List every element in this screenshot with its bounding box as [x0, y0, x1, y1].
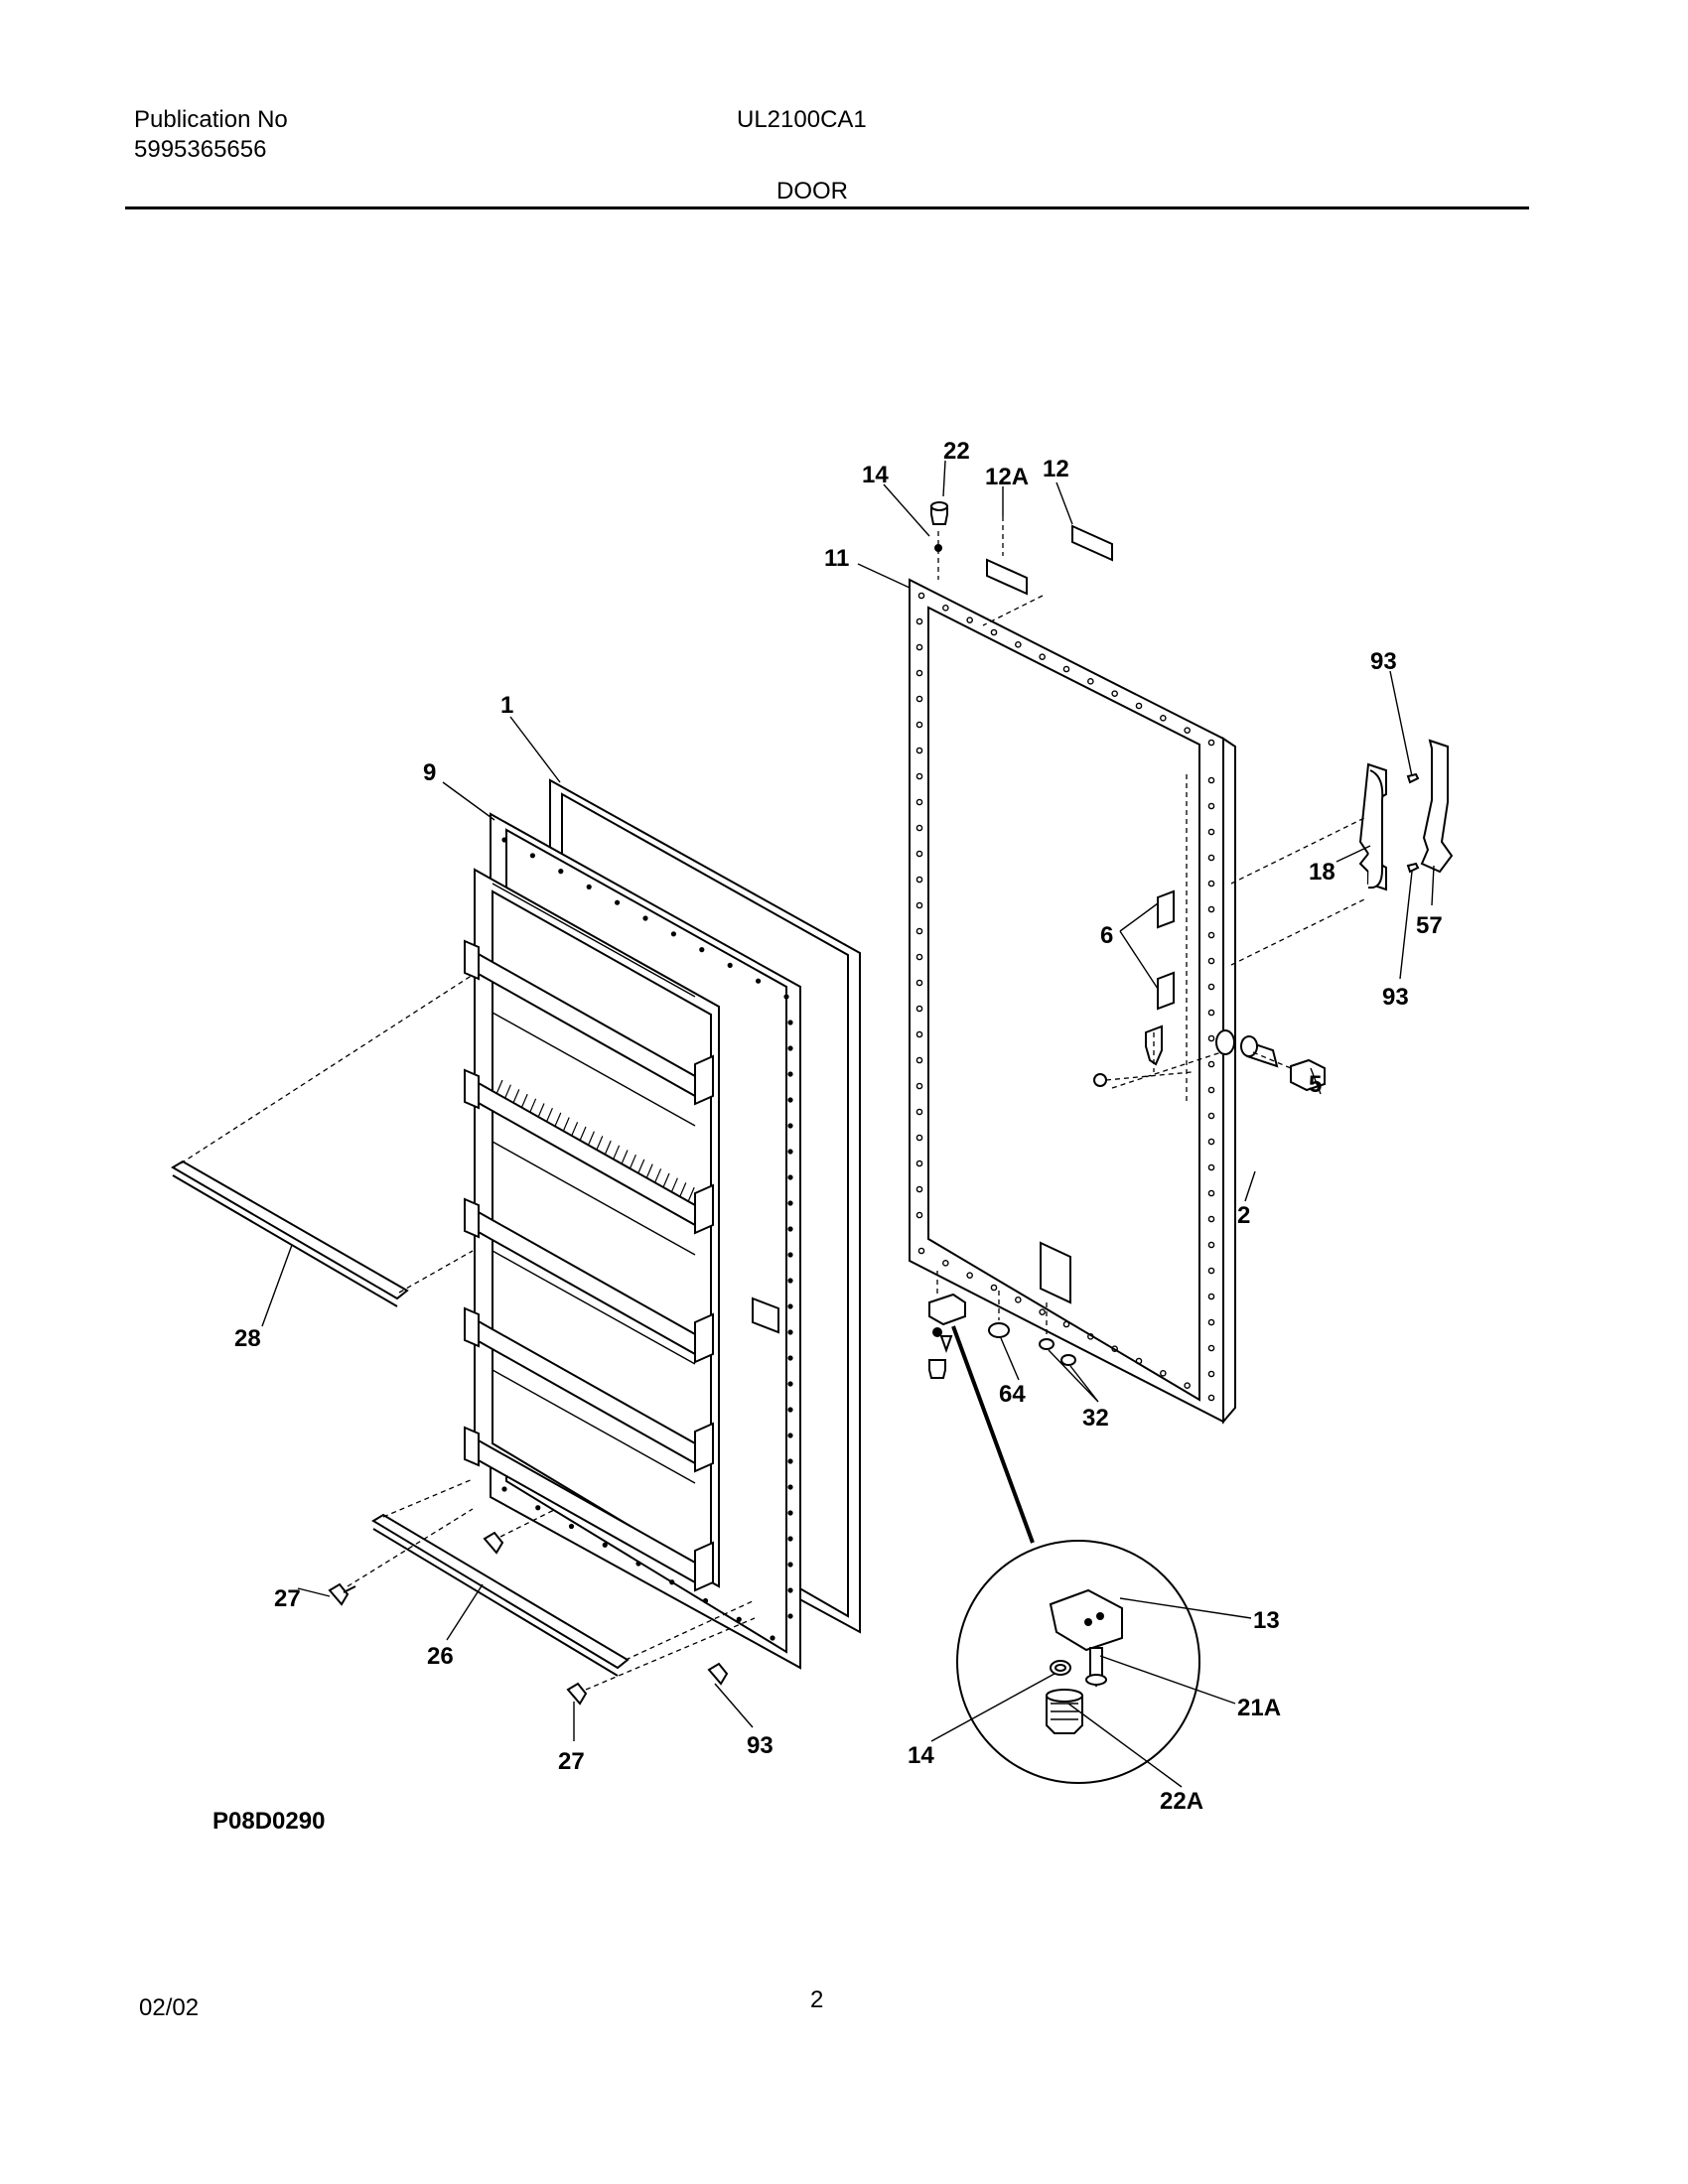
page-number: 2	[810, 1986, 824, 2013]
callout-14-top: 14	[862, 462, 889, 488]
callout-28: 28	[234, 1325, 261, 1352]
callout-22: 22	[943, 438, 970, 465]
header-rule	[125, 206, 1529, 209]
outer-door-panel	[909, 578, 1236, 1425]
callout-21a: 21A	[1237, 1695, 1281, 1721]
callout-13: 13	[1253, 1607, 1280, 1634]
callout-2: 2	[1237, 1202, 1250, 1229]
callout-32: 32	[1082, 1405, 1109, 1432]
callout-18: 18	[1309, 859, 1336, 886]
callout-9: 9	[423, 759, 436, 786]
shelf-rails	[171, 974, 756, 1706]
callout-5: 5	[1309, 1071, 1322, 1098]
drawing-code: P08D0290	[212, 1808, 325, 1835]
callout-12: 12	[1043, 456, 1069, 482]
callout-26: 26	[427, 1643, 454, 1670]
callout-27-left: 27	[274, 1585, 301, 1612]
top-hardware	[930, 501, 1113, 626]
callout-93-bottom: 93	[747, 1732, 774, 1759]
callout-1: 1	[500, 692, 513, 719]
publication-number: 5995365656	[134, 136, 267, 163]
callout-22a: 22A	[1160, 1788, 1203, 1815]
callout-14-bottom: 14	[908, 1742, 934, 1769]
callout-93-mid: 93	[1382, 984, 1409, 1011]
callout-27-bottom: 27	[558, 1748, 585, 1775]
section-title: DOOR	[776, 178, 848, 205]
door-liner	[464, 812, 801, 1670]
model-number: UL2100CA1	[737, 106, 867, 133]
callout-6: 6	[1100, 922, 1113, 949]
bottom-hinge-parts	[928, 1271, 1076, 1544]
callout-64: 64	[999, 1381, 1026, 1408]
callout-57: 57	[1416, 912, 1443, 939]
handle-assembly	[1230, 739, 1454, 966]
callout-93-top: 93	[1370, 648, 1397, 675]
callout-labels: 1 9 28 27 26 27 93 22 14 12A 12 11 93 18…	[212, 438, 1443, 1835]
hinge-detail-circle	[956, 1540, 1200, 1784]
publication-date: 02/02	[139, 1994, 200, 2021]
callout-11: 11	[824, 545, 849, 572]
leader-lines	[261, 460, 1435, 1788]
publication-label: Publication No	[134, 106, 288, 133]
brackets	[1093, 889, 1193, 1087]
callout-12a: 12A	[985, 464, 1029, 490]
